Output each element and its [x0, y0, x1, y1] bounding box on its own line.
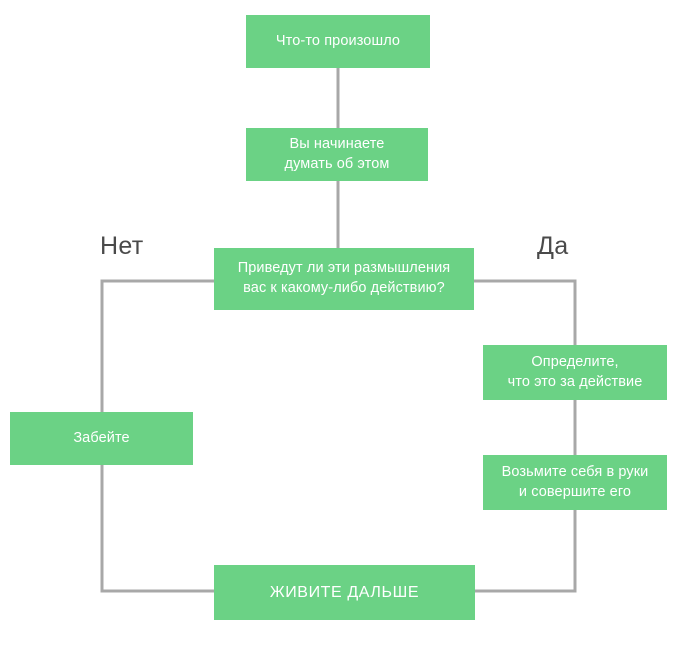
node-thinking[interactable]: Вы начинаете думать об этом: [246, 128, 428, 181]
node-act[interactable]: Возьмите себя в руки и совершите его: [483, 455, 667, 510]
branch-label-yes: Да: [537, 232, 569, 260]
node-live[interactable]: ЖИВИТЕ ДАЛЬШЕ: [214, 565, 475, 620]
branch-label-no: Нет: [100, 232, 144, 260]
node-start[interactable]: Что-то произошло: [246, 15, 430, 68]
edge-decision-forget: [100, 279, 214, 412]
node-identify[interactable]: Определите, что это за действие: [483, 345, 667, 400]
node-decision[interactable]: Приведут ли эти размышления вас к какому…: [214, 248, 474, 310]
edge-act-live: [475, 510, 577, 593]
edge-decision-identify: [474, 279, 577, 345]
edge-forget-live: [100, 465, 214, 593]
node-forget[interactable]: Забейте: [10, 412, 193, 465]
